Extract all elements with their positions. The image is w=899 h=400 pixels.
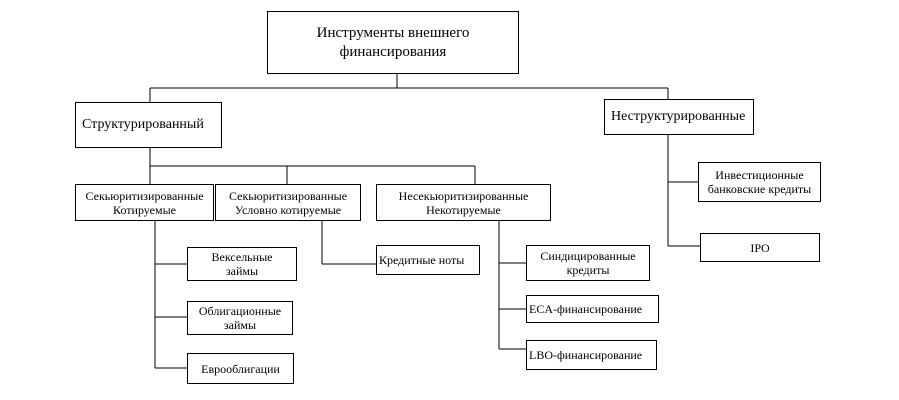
unstructured-node: Неструктурированные: [604, 99, 754, 135]
root-node: Инструменты внешнего финансирования: [267, 11, 519, 74]
securitized-quoted-node: Секьюритизированные Котируемые: [75, 184, 214, 221]
nonsecuritized-node: Несекьюритизированные Некотируемые: [376, 184, 551, 221]
ipo-node: IPO: [700, 233, 820, 262]
investment-bank-credits-node: Инвестиционные банковские кредиты: [698, 162, 821, 202]
credit-notes-node: Кредитные ноты: [376, 245, 480, 275]
eca-financing-node: ECA-финансирование: [526, 295, 659, 323]
lbo-financing-node: LBO-финансирование: [526, 340, 657, 370]
eurobonds-node: Еврооблигации: [187, 353, 294, 384]
bill-loans-node: Вексельные займы: [187, 247, 297, 281]
securitized-conditional-node: Секьюритизированные Условно котируемые: [215, 184, 361, 221]
syndicated-credits-node: Синдицированные кредиты: [526, 245, 650, 281]
bond-loans-node: Облигационные займы: [187, 301, 293, 335]
structured-node: Структурированный: [75, 102, 222, 148]
